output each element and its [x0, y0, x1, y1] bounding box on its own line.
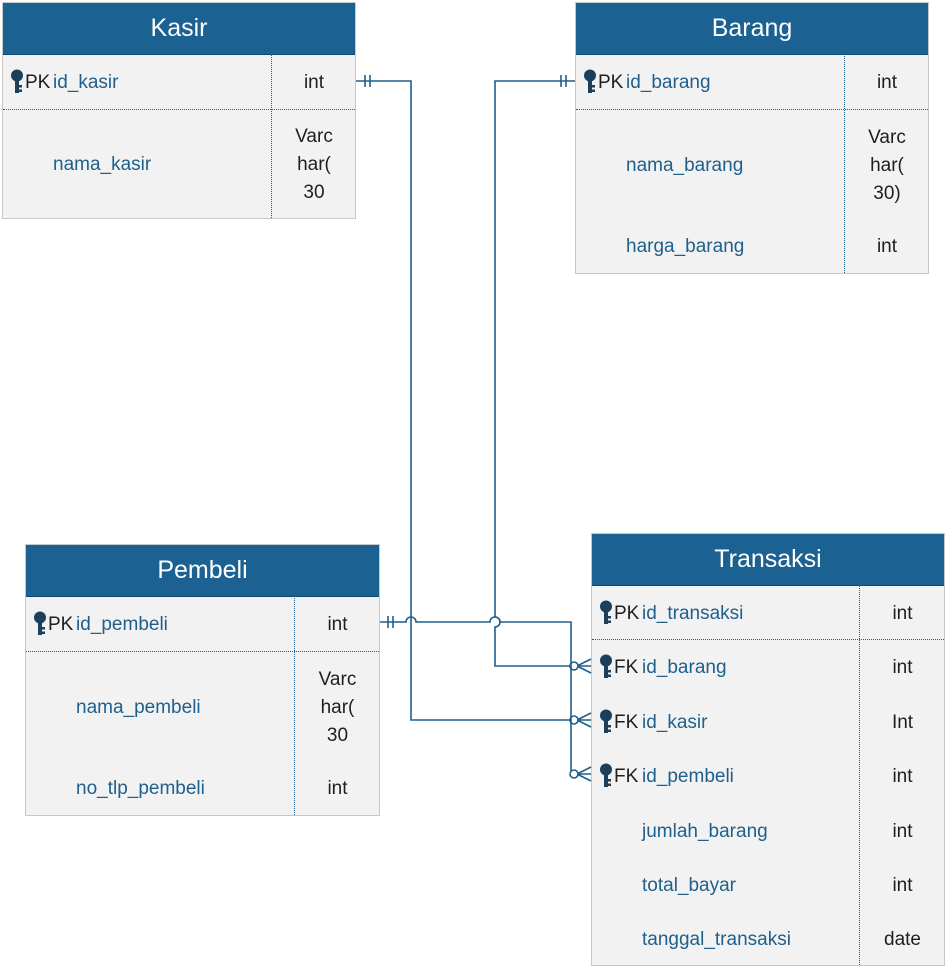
zero-or-many-marker: [569, 766, 592, 782]
key-icon: [11, 69, 23, 93]
attribute-name: id_barang: [626, 72, 711, 93]
key-icon: [600, 709, 612, 733]
attribute-type: int: [327, 778, 348, 799]
relationship-kasir-transaksi: [356, 80, 591, 721]
key-icon: [600, 600, 612, 624]
fk-row: FK id_barang int: [592, 641, 944, 695]
attribute-name: id_transaksi: [642, 602, 744, 624]
key-icon: [34, 611, 46, 635]
attribute-name: id_barang: [642, 657, 727, 678]
column-divider: [271, 54, 272, 218]
attribute-row: jumlah_barang int: [592, 804, 944, 859]
attribute-name: id_pembeli: [642, 766, 734, 787]
entity-title: Kasir: [3, 3, 355, 55]
key-label: FK: [614, 711, 639, 733]
entity-barang[interactable]: Barang PK id_barang int nama_barang Varc…: [575, 2, 929, 274]
pk-row: PK id_kasir int: [3, 56, 355, 110]
attribute-type: Varc har( 30: [318, 669, 357, 746]
attribute-name: nama_kasir: [53, 154, 152, 175]
attribute-row: harga_barang int: [576, 221, 928, 273]
attribute-row: nama_kasir Varc har( 30: [3, 111, 355, 219]
key-icon: [600, 763, 612, 787]
attribute-type: int: [303, 72, 325, 93]
column-divider: [859, 585, 860, 965]
fk-row: FK id_kasir Int: [592, 695, 944, 750]
attribute-type: int: [892, 657, 913, 678]
key-divider: [592, 639, 944, 640]
key-label: PK: [25, 72, 51, 93]
pk-row: PK id_transaksi int: [592, 587, 944, 640]
key-label: PK: [48, 614, 74, 635]
attribute-name: id_pembeli: [76, 614, 168, 635]
attribute-type: date: [884, 928, 921, 950]
attribute-name: total_bayar: [642, 875, 737, 896]
entity-pembeli[interactable]: Pembeli PK id_pembeli int nama_pembeli V…: [25, 544, 380, 816]
attribute-type: int: [892, 602, 913, 624]
attribute-type: int: [327, 614, 348, 635]
key-label: PK: [614, 602, 640, 624]
attribute-name: nama_pembeli: [76, 697, 201, 718]
entity-kasir[interactable]: Kasir PK id_kasir int nama_kasir Varc ha…: [2, 2, 356, 219]
attribute-name: tanggal_transaksi: [642, 928, 791, 950]
attribute-name: id_kasir: [53, 72, 119, 93]
attribute-type: int: [892, 875, 913, 896]
key-label: PK: [598, 72, 624, 93]
attribute-type: int: [876, 236, 898, 257]
attribute-row: nama_barang Varc har( 30): [576, 111, 928, 221]
attribute-row: no_tlp_pembeli int: [26, 763, 379, 815]
key-divider: [26, 651, 379, 652]
attribute-name: id_kasir: [642, 711, 708, 733]
pk-row: PK id_barang int: [576, 56, 928, 110]
attribute-row: total_bayar int: [592, 859, 944, 913]
pk-row: PK id_pembeli int: [26, 598, 379, 652]
attribute-name: jumlah_barang: [642, 820, 768, 842]
attribute-row: nama_pembeli Varc har( 30: [26, 653, 379, 763]
attribute-row: tanggal_transaksi date: [592, 913, 944, 966]
zero-or-many-marker: [569, 658, 592, 674]
attribute-type: Varc har( 30): [868, 127, 906, 204]
column-divider: [294, 596, 295, 815]
attribute-type: int: [876, 72, 898, 93]
column-divider: [844, 54, 845, 273]
attribute-name: nama_barang: [626, 155, 744, 176]
entity-title: Barang: [576, 3, 928, 55]
key-divider: [3, 109, 355, 110]
key-icon: [584, 69, 596, 93]
fk-row: FK id_pembeli int: [592, 750, 944, 804]
entity-title: Transaksi: [592, 534, 944, 586]
key-label: FK: [614, 657, 639, 678]
attribute-type: int: [892, 766, 913, 787]
entity-transaksi[interactable]: Transaksi PK id_transaksi int FK id_bara…: [591, 533, 945, 966]
attribute-type: Varc har( 30: [295, 126, 333, 203]
key-icon: [600, 654, 612, 678]
zero-or-many-marker: [569, 712, 592, 728]
relationship-pembeli-transaksi: [380, 616, 591, 775]
key-label: FK: [614, 766, 639, 787]
attribute-type: Int: [891, 711, 914, 733]
attribute-name: no_tlp_pembeli: [76, 778, 205, 799]
key-divider: [576, 109, 928, 110]
attribute-type: int: [892, 820, 913, 842]
entity-title: Pembeli: [26, 545, 379, 597]
attribute-name: harga_barang: [626, 236, 745, 257]
